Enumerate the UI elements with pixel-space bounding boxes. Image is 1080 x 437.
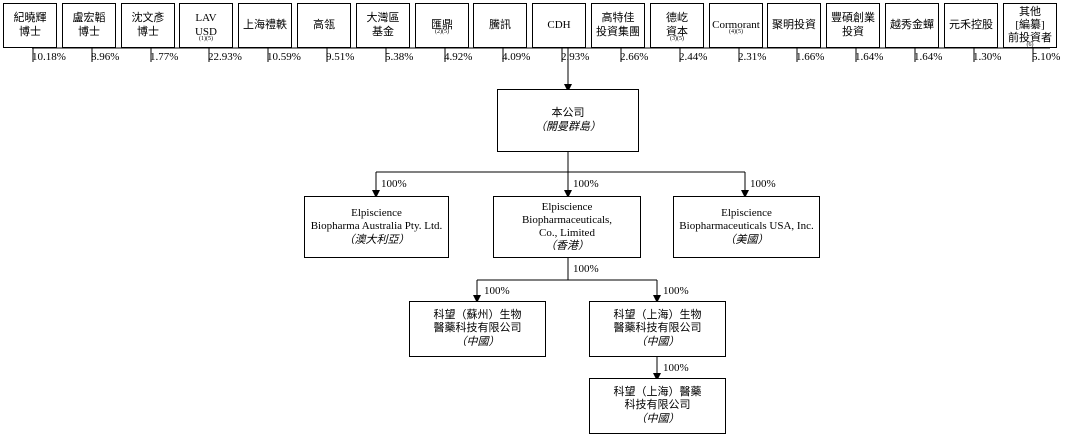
- shareholder-percentage: 1.64%: [914, 51, 943, 63]
- shareholder-name: Cormorant: [712, 18, 760, 31]
- shareholder-box: 高特佳 投資集團: [591, 3, 645, 48]
- company-name: 本公司: [551, 107, 585, 120]
- shareholder-percentage: 1.66%: [796, 51, 825, 63]
- shareholder-name: 德屹 資本: [666, 12, 688, 38]
- company-location: （開曼群島）: [535, 120, 601, 133]
- shareholder-name: 豐碩創業 投資: [831, 12, 875, 38]
- company-box: 本公司 （開曼群島）: [497, 89, 639, 152]
- shareholder-name: 越秀金蟬: [890, 18, 934, 31]
- shareholder-box: 大灣區 基金: [356, 3, 410, 48]
- shareholder-box: 聚明投資: [767, 3, 821, 48]
- hongkong-subsidiary-location: （香港）: [545, 240, 589, 253]
- shareholder-box: 紀曉輝 博士: [3, 3, 57, 48]
- shareholder-percentage: 22.93%: [208, 51, 242, 63]
- usa-subsidiary-name: Elpiscience Biopharmaceuticals USA, Inc.: [679, 207, 814, 233]
- shareholder-percentage: 5.38%: [385, 51, 414, 63]
- shareholder-box: 其他 [編纂] 前投資者(6): [1003, 3, 1057, 48]
- shareholder-box: 元禾控股: [944, 3, 998, 48]
- shareholder-name: 盧宏韜 博士: [72, 12, 106, 38]
- shareholder-percentage: 2.31%: [738, 51, 767, 63]
- shanghai-pharma-ownership: 100%: [663, 362, 689, 374]
- hongkong-subsidiary-box: Elpiscience Biopharmaceuticals, Co., Lim…: [493, 196, 641, 258]
- shareholder-percentage: 2.93%: [561, 51, 590, 63]
- shareholder-name: LAV USD: [194, 12, 217, 38]
- shareholder-box: CDH: [532, 3, 586, 48]
- suzhou-subsidiary-location: （中國）: [455, 335, 500, 348]
- shareholder-box: 盧宏韜 博士: [62, 3, 116, 48]
- shanghai-bio-subsidiary-location: （中國）: [635, 335, 680, 348]
- australia-subsidiary-name: Elpiscience Biopharma Australia Pty. Ltd…: [310, 207, 443, 233]
- shareholder-percentage: 10.59%: [267, 51, 301, 63]
- shareholder-percentage: 9.51%: [326, 51, 355, 63]
- shareholder-name: 高瓴: [313, 18, 335, 31]
- shareholder-box: 上海禮軼: [238, 3, 292, 48]
- shareholder-name: 高特佳 投資集團: [596, 12, 640, 38]
- shanghai-pharma-subsidiary-name: 科望（上海）醫藥 科技有限公司: [613, 386, 702, 412]
- shareholder-name: 騰訊: [489, 18, 511, 31]
- shanghai-pharma-subsidiary-location: （中國）: [635, 412, 680, 425]
- shareholder-percentage: 2.66%: [620, 51, 649, 63]
- australia-subsidiary-location: （澳大利亞）: [343, 233, 410, 246]
- shareholder-name: 沈文彥 博士: [131, 12, 165, 38]
- shareholder-percentage: 1.64%: [855, 51, 884, 63]
- shareholder-ticks: [32, 48, 1034, 62]
- shareholder-name: 匯鼎: [431, 18, 453, 31]
- hongkong-subsidiary-name: Elpiscience Biopharmaceuticals, Co., Lim…: [521, 200, 613, 239]
- australia-ownership: 100%: [381, 178, 407, 190]
- shareholder-percentage: 10.18%: [32, 51, 66, 63]
- shareholder-box: 豐碩創業 投資: [826, 3, 880, 48]
- shareholder-box: 高瓴: [297, 3, 351, 48]
- suzhou-subsidiary-name: 科望（蘇州）生物 醫藥科技有限公司: [433, 309, 522, 335]
- shareholder-box: 越秀金蟬: [885, 3, 939, 48]
- shareholder-percentage: 2.44%: [679, 51, 708, 63]
- shanghai-bio-subsidiary-box: 科望（上海）生物 醫藥科技有限公司 （中國）: [589, 301, 726, 357]
- shareholder-box: Cormorant (4)(5): [709, 3, 763, 48]
- shareholder-percentage: 4.09%: [502, 51, 531, 63]
- shareholder-percentage: 1.30%: [973, 51, 1002, 63]
- shareholder-name: 聚明投資: [772, 18, 816, 31]
- usa-ownership: 100%: [750, 178, 776, 190]
- usa-subsidiary-location: （美國）: [724, 233, 769, 246]
- shareholder-box: 匯鼎(2)(5): [415, 3, 469, 48]
- shanghai-bio-subsidiary-name: 科望（上海）生物 醫藥科技有限公司: [613, 309, 702, 335]
- shareholder-name: 元禾控股: [949, 18, 993, 31]
- shareholder-name: 大灣區 基金: [366, 12, 400, 38]
- shareholder-percentage: 4.92%: [444, 51, 473, 63]
- shareholder-box: 德屹 資本(3)(5): [650, 3, 704, 48]
- shareholder-box: LAV USD(1)(5): [179, 3, 233, 48]
- hongkong-child-ownership: 100%: [573, 263, 599, 275]
- shareholder-name: 紀曉輝 博士: [13, 12, 47, 38]
- shareholder-name: 其他 [編纂] 前投資者: [1008, 5, 1052, 45]
- suzhou-subsidiary-box: 科望（蘇州）生物 醫藥科技有限公司 （中國）: [409, 301, 546, 357]
- suzhou-ownership: 100%: [484, 285, 510, 297]
- usa-subsidiary-box: Elpiscience Biopharmaceuticals USA, Inc.…: [673, 196, 820, 258]
- shareholder-percentage: 8.96%: [91, 51, 120, 63]
- shareholder-percentage: 1.77%: [150, 51, 179, 63]
- shareholder-name: CDH: [547, 18, 571, 31]
- shareholder-box: 沈文彥 博士: [121, 3, 175, 48]
- shareholder-percentage: 5.10%: [1032, 51, 1061, 63]
- shanghai-pharma-subsidiary-box: 科望（上海）醫藥 科技有限公司 （中國）: [589, 378, 726, 434]
- shareholder-name: 上海禮軼: [243, 18, 287, 31]
- shanghai-bio-ownership: 100%: [663, 285, 689, 297]
- shareholder-box: 騰訊: [473, 3, 527, 48]
- hongkong-ownership: 100%: [573, 178, 599, 190]
- australia-subsidiary-box: Elpiscience Biopharma Australia Pty. Ltd…: [304, 196, 449, 258]
